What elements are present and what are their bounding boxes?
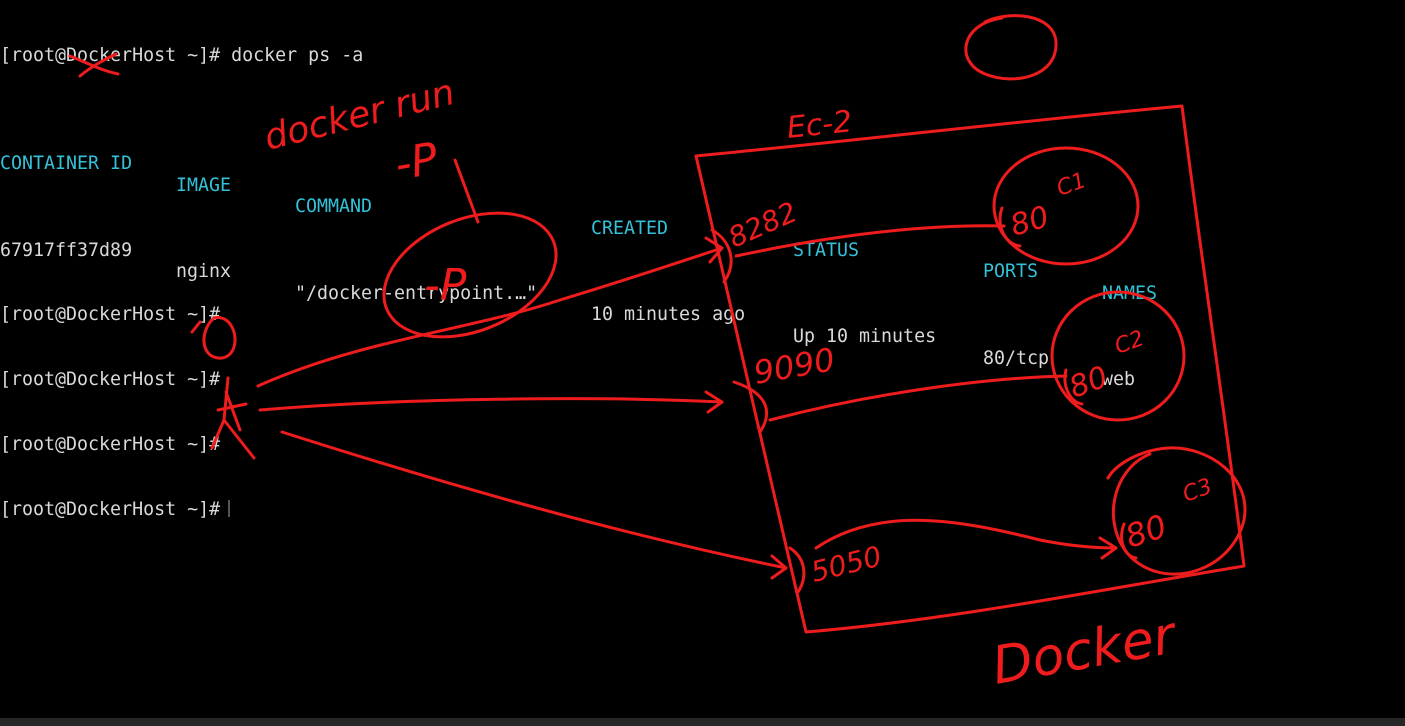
cell-image: nginx: [176, 261, 232, 283]
cell-names: web: [1102, 369, 1136, 391]
command-text: docker ps -a: [231, 45, 364, 67]
bottom-bar: [0, 718, 1405, 726]
text-cursor: [228, 499, 231, 517]
header-command: COMMAND: [295, 196, 373, 218]
header-created: CREATED: [591, 217, 669, 239]
prompt: [root@DockerHost ~]#: [0, 45, 221, 67]
command-line: [root@DockerHost ~]# docker ps -a: [0, 45, 1405, 67]
cell-created: 10 minutes ago: [591, 304, 746, 326]
header-image: IMAGE: [176, 174, 232, 196]
prompt: [root@DockerHost ~]#: [0, 498, 221, 520]
prompt-line: [root@DockerHost ~]#: [0, 304, 221, 326]
table-header-row: CONTAINER ID IMAGE COMMAND CREATED STATU…: [0, 132, 1405, 304]
cell-command: "/docker-entrypoint.…": [295, 282, 538, 304]
header-ports: PORTS: [983, 261, 1039, 283]
terminal-window[interactable]: [root@DockerHost ~]# docker ps -a CONTAI…: [0, 2, 1405, 563]
docker-label: Docker: [988, 605, 1183, 697]
table-row: 67917ff37d89 nginx "/docker-entrypoint.……: [0, 218, 1405, 391]
cell-container-id: 67917ff37d89: [0, 239, 133, 261]
prompt-line: [root@DockerHost ~]#: [0, 433, 221, 455]
prompt-line: [root@DockerHost ~]#: [0, 369, 221, 391]
header-container-id: CONTAINER ID: [0, 153, 133, 175]
header-names: NAMES: [1102, 282, 1158, 304]
active-prompt-line[interactable]: [root@DockerHost ~]#: [0, 499, 1405, 521]
header-status: STATUS: [793, 239, 860, 261]
cell-status: Up 10 minutes: [793, 325, 937, 347]
cell-ports: 80/tcp: [983, 347, 1050, 369]
